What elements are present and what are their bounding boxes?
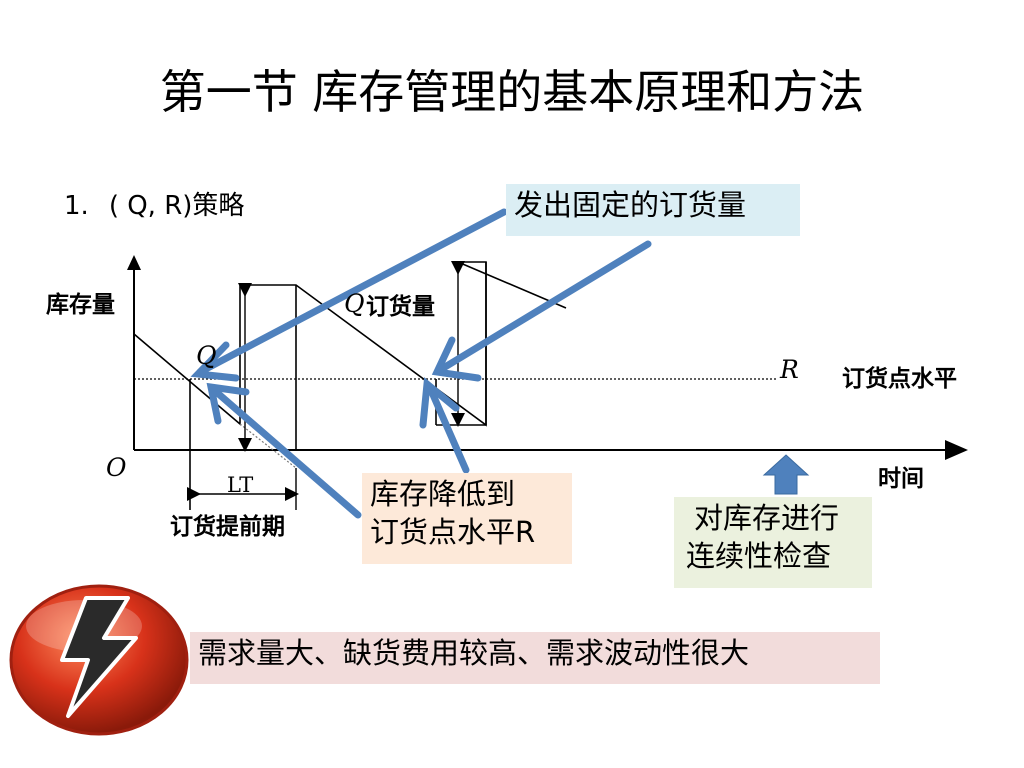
callout-reorder-line1: 库存降低到 (370, 477, 516, 511)
lead-time-label: 订货提前期 (170, 514, 285, 540)
page-title: 第一节 库存管理的基本原理和方法 (159, 65, 865, 119)
list-number: 1. (64, 191, 89, 221)
reorder-level-label: 订货点水平 (842, 366, 957, 392)
callout-continuous-line1: 对库存进行 (694, 501, 840, 535)
callout-arrow-r2-head (419, 377, 460, 429)
strategy-list-item: 1. ( Q, R)策略 (64, 188, 244, 224)
x-axis-arrowhead (945, 440, 968, 460)
up-arrow-icon (762, 454, 810, 495)
callout-arrow-r1 (210, 386, 362, 519)
callout-continuous-review: 对库存进行 连续性检查 (674, 497, 872, 588)
origin-label: O (106, 453, 127, 482)
callout-reorder-point: 库存降低到 订货点水平R (362, 473, 572, 564)
y-axis-label: 库存量 (46, 292, 115, 318)
q-letter-small: Q (196, 341, 217, 370)
callout-arrow-q2-head (431, 336, 482, 382)
callout-arrow-q2 (436, 240, 652, 374)
q-order-label: 订货量 (366, 294, 435, 320)
callout-fixed-quantity: 发出固定的订货量 (506, 184, 800, 236)
callout-arrow-r1-head (206, 382, 250, 425)
callout-demand-conditions: 需求量大、缺货费用较高、需求波动性很大 (190, 632, 880, 684)
callout-arrow-q1 (196, 208, 508, 376)
x-axis-label: 时间 (878, 466, 924, 492)
callout-demand-text: 需求量大、缺货费用较高、需求波动性很大 (198, 636, 750, 670)
lt-label: LT (227, 473, 254, 497)
lightning-icon (4, 578, 194, 738)
callout-arrow-r2 (426, 384, 470, 474)
callout-reorder-line2: 订货点水平R (370, 515, 536, 549)
callout-fixed-quantity-text: 发出固定的订货量 (514, 188, 747, 222)
y-axis-arrowhead (127, 255, 141, 270)
q-letter: Q (344, 289, 365, 318)
callout-arrow-q1-head (190, 341, 240, 382)
dotted-extension (239, 423, 297, 469)
r-letter: R (780, 355, 799, 384)
list-text: ( Q, R)策略 (108, 191, 245, 221)
callout-continuous-line2: 连续性检查 (686, 539, 832, 573)
